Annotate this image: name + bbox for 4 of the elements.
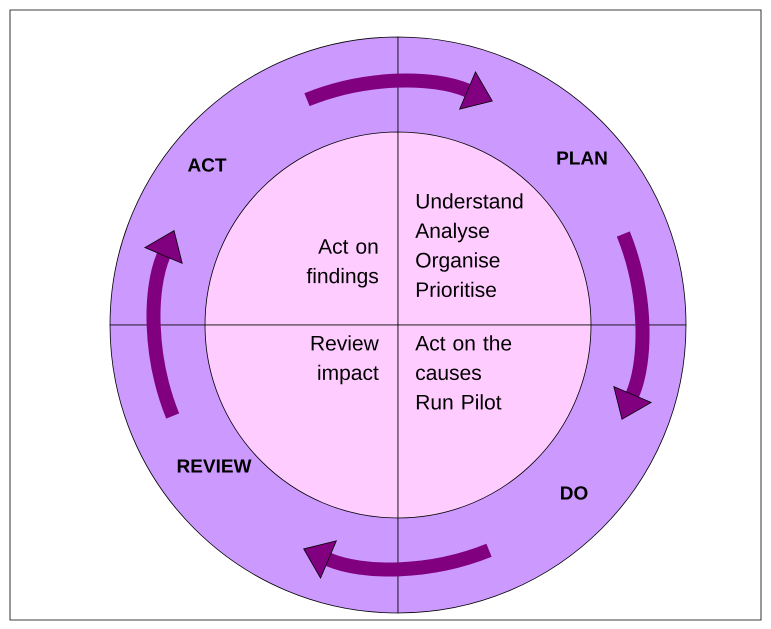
curved-arrow (144, 230, 183, 418)
curved-arrow (303, 540, 492, 580)
curved-arrow (613, 232, 652, 420)
curved-arrow (304, 70, 493, 110)
